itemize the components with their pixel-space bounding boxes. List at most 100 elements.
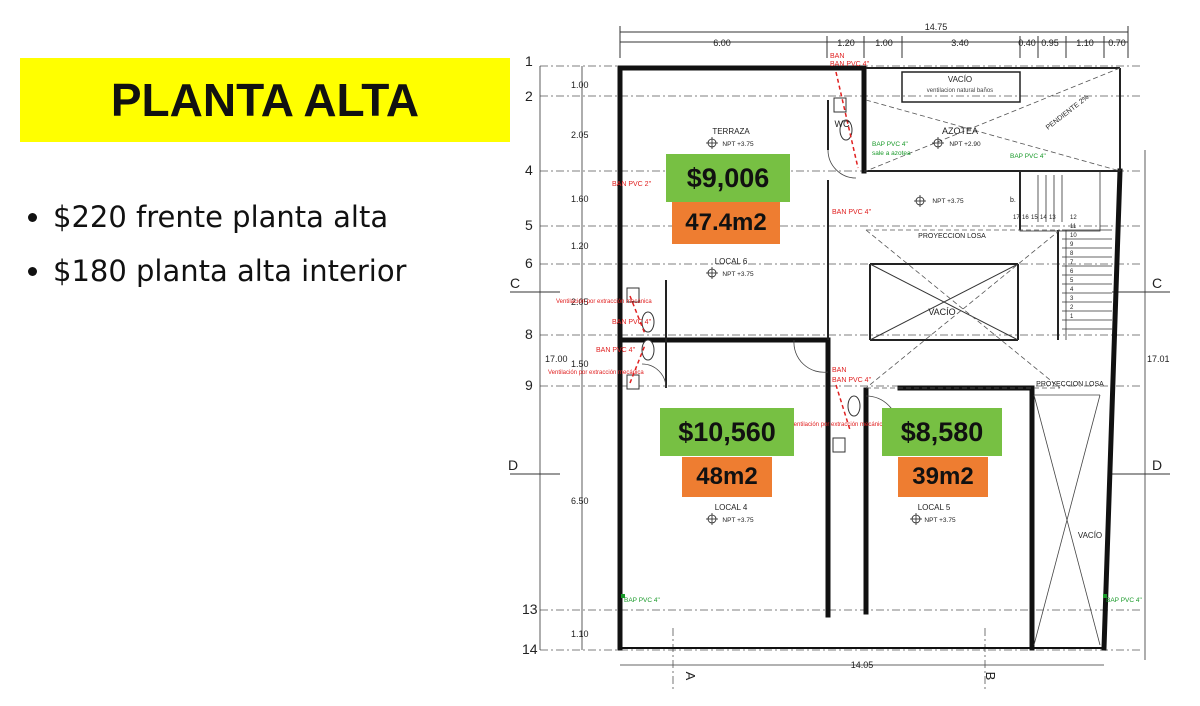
dim-bottom: 14.05	[851, 660, 874, 670]
stair-number: 12	[1070, 215, 1077, 221]
pipe-note-bap: BAP PVC 4"	[872, 141, 908, 148]
stair-number: 3	[1070, 296, 1074, 302]
dim-left: 6.50	[571, 496, 589, 506]
bullet-dot-icon	[28, 266, 37, 276]
dim-seg: 6.00	[713, 38, 731, 48]
bullet-dot-icon	[28, 212, 37, 222]
stair-number: 16	[1022, 215, 1029, 221]
proyeccion-losa-2-label: PROYECCION LOSA	[1036, 381, 1104, 388]
bullet-item: $180 planta alta interior	[28, 244, 406, 298]
proyeccion-losa-label: PROYECCION LOSA	[918, 233, 986, 240]
stair-label: b.	[1010, 197, 1016, 204]
pipe-note-ban-pvc4-l: BAN PVC 4"	[612, 319, 652, 326]
pipe-note-pvc-mid: BAN PVC 4"	[832, 377, 872, 384]
dim-left: 2.05	[571, 297, 589, 307]
price-card-local4: $10,560	[660, 408, 794, 456]
stair-number: 8	[1070, 251, 1074, 257]
bullet-item: $220 frente planta alta	[28, 190, 406, 244]
area-card-local6: 47.4m2	[672, 202, 780, 244]
room-local6-name: LOCAL 6	[715, 257, 748, 266]
vacio-top-note: ventilacion natural baños	[927, 88, 993, 94]
dim-left: 1.50	[571, 359, 589, 369]
dim-left: 1.60	[571, 194, 589, 204]
pipe-note-ban-pvc4-l2: BAN PVC 4"	[596, 347, 636, 354]
stair-number: 5	[1070, 278, 1074, 284]
pipe-note-ventilacion-2: Ventilación por extracción mecánica	[548, 370, 644, 376]
room-terraza-name: TERRAZA	[712, 127, 750, 136]
stair-number: 10	[1070, 233, 1077, 239]
axis-label: 5	[525, 217, 533, 233]
stair-number: 11	[1070, 224, 1077, 230]
stair-number: 17	[1013, 215, 1020, 221]
area-card-local4: 48m2	[682, 457, 772, 497]
stair-number: 4	[1070, 287, 1074, 293]
axis-label: B	[983, 672, 998, 681]
axis-label: 4	[525, 162, 533, 178]
pendiente-label: PENDIENTE 2%	[1045, 94, 1090, 132]
room-terraza-npt: NPT +3.75	[722, 141, 754, 148]
dim-seg: 1.00	[875, 38, 893, 48]
dim-left: 1.00	[571, 80, 589, 90]
price-bullets: $220 frente planta alta $180 planta alta…	[28, 190, 406, 298]
area-card-local5: 39m2	[898, 457, 988, 497]
dim-left: 1.10	[571, 629, 589, 639]
pipe-note-pvc-top: BAN PVC 4"	[830, 61, 870, 68]
dim-seg: 1.20	[837, 38, 855, 48]
room-local6-npt: NPT +3.75	[722, 271, 754, 278]
pipe-note-bap-right: BAP PVC 4"	[1010, 153, 1046, 160]
stair-number: 6	[1070, 269, 1074, 275]
vacio-top-label: VACÍO	[948, 75, 972, 84]
axis-label: 9	[525, 377, 533, 393]
section-mark: C	[1152, 275, 1162, 291]
stair-number: 2	[1070, 305, 1074, 311]
pipe-note-bap-br: BAP PVC 4"	[1106, 597, 1142, 604]
dim-seg: 0.70	[1108, 38, 1126, 48]
room-local4-npt: NPT +3.75	[722, 517, 754, 524]
axis-label: 14	[522, 641, 538, 657]
axis-label: 6	[525, 255, 533, 271]
dim-seg: 0.40	[1018, 38, 1036, 48]
stair-number: 15	[1031, 215, 1038, 221]
pipe-note-ban-pvc4: BAN PVC 4"	[832, 209, 872, 216]
section-mark: D	[1152, 457, 1162, 473]
stair-number: 1	[1070, 314, 1074, 320]
dim-left-total: 17.00	[545, 354, 568, 364]
section-mark: D	[508, 457, 518, 473]
stair-number: 13	[1049, 215, 1056, 221]
room-local5-npt: NPT +3.75	[924, 517, 956, 524]
pipe-note-ban-mid: BAN	[832, 367, 846, 374]
bullet-text: $180 planta alta interior	[53, 254, 407, 288]
dim-seg: 0.95	[1041, 38, 1059, 48]
stair-number: 9	[1070, 242, 1074, 248]
room-pasillo-npt: NPT +3.75	[932, 198, 964, 205]
dim-seg: 1.10	[1076, 38, 1094, 48]
vacio-center-label: VACÍO	[928, 307, 955, 317]
dim-left: 2.05	[571, 130, 589, 140]
axis-label: 8	[525, 326, 533, 342]
pipe-note-bap-bl: BAP PVC 4"	[624, 597, 660, 604]
stair-number: 14	[1040, 215, 1047, 221]
axis-label: 1	[525, 53, 533, 69]
price-card-local5: $8,580	[882, 408, 1002, 456]
section-mark: C	[510, 275, 520, 291]
pipe-note-ventilacion-3: Ventilación por extracción mecánica	[790, 422, 886, 428]
pipe-note-ban-pvc2: BAN PVC 2"	[612, 181, 652, 188]
price-card-local6: $9,006	[666, 154, 790, 202]
page-title: PLANTA ALTA	[110, 74, 420, 126]
axis-label: 2	[525, 88, 533, 104]
dim-left: 1.20	[571, 241, 589, 251]
axis-label: A	[683, 672, 698, 681]
room-azotea-npt: NPT +2.90	[949, 141, 981, 148]
room-local4-name: LOCAL 4	[715, 503, 748, 512]
pipe-note-ventilacion: Ventilación por extracción mecánica	[556, 299, 652, 305]
room-wc-name: WC	[835, 119, 850, 129]
dim-total: 14.75	[925, 22, 948, 32]
title-banner: PLANTA ALTA	[20, 58, 510, 142]
room-local5-name: LOCAL 5	[918, 503, 951, 512]
dim-right-total: 17.01	[1147, 354, 1170, 364]
axis-label: 13	[522, 601, 538, 617]
dim-seg: 3.40	[951, 38, 969, 48]
bullet-text: $220 frente planta alta	[53, 200, 389, 234]
pipe-note-bap-azotea: sale a azotea	[872, 150, 911, 157]
